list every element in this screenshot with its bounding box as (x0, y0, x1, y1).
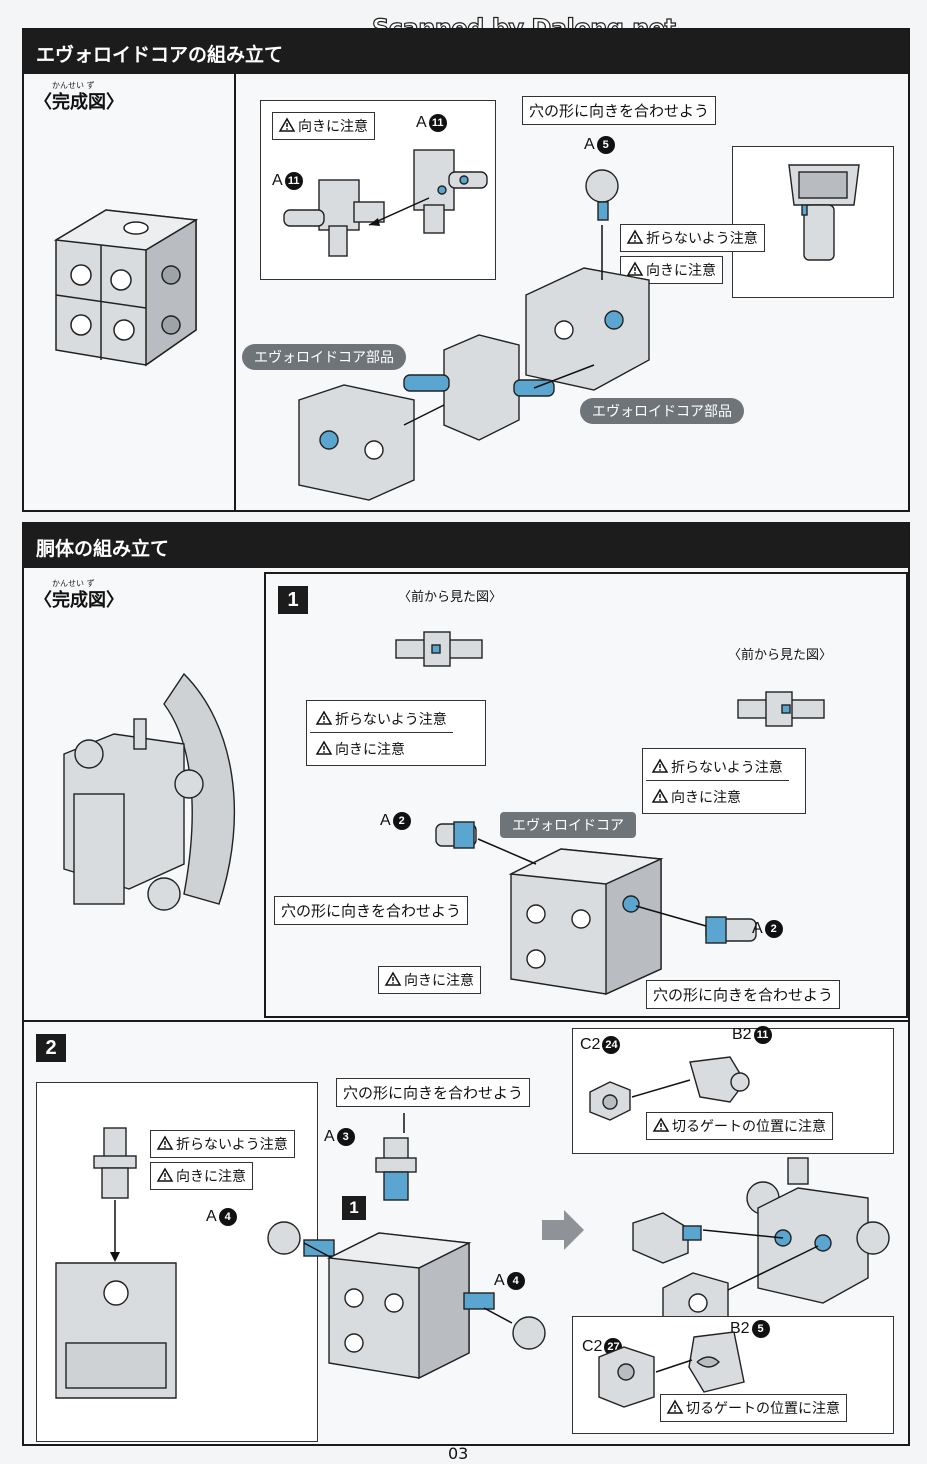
orientation-text: 向きに注意 (176, 1169, 246, 1185)
warning-icon (384, 971, 402, 986)
part-number-badge: 2 (392, 812, 411, 830)
gate-note-text: 切るゲートの位置に注意 (672, 1119, 826, 1135)
part-number-badge: 3 (336, 1128, 355, 1146)
section-title: エヴォロイドコアの組み立て (36, 44, 284, 66)
panel-divider (234, 74, 236, 510)
warning-icon (156, 1167, 174, 1182)
orientation-note: 向きに注意 (272, 112, 375, 140)
section-torso-assembly: 胴体の組み立て かんせい ず 〈完成図〉 1 〈前から見た図〉 (22, 522, 910, 1446)
completed-torso-illustration (63, 672, 236, 911)
section-header: エヴォロイドコアの組み立て (24, 30, 908, 74)
part-number-badge: 24 (602, 1036, 621, 1054)
step2-core-illustration (267, 1113, 546, 1380)
warning-icon (315, 740, 333, 755)
hole-shape-note: 穴の形に向きを合わせよう (336, 1078, 531, 1107)
torso-result-illustration (632, 1157, 890, 1334)
core-pill: エヴォロイドコア (500, 812, 636, 838)
no-bend-note: 折らないよう注意 (646, 754, 789, 781)
section-header: 胴体の組み立て (24, 524, 908, 568)
no-bend-note: 折らないよう注意 (150, 1130, 295, 1158)
front-view-label: 〈前から見た図〉 (398, 590, 503, 605)
part-number-badge: 4 (218, 1208, 237, 1226)
completed-label: かんせい ず 〈完成図〉 (34, 579, 124, 612)
warning-icon (651, 758, 669, 773)
no-bend-text: 折らないよう注意 (646, 231, 758, 247)
part-number-badge: 11 (284, 172, 303, 190)
front-view-part-illustration-right (737, 691, 825, 727)
orientation-text: 向きに注意 (404, 973, 474, 989)
core-part-pill-right: エヴォロイドコア部品 (580, 398, 744, 424)
c2-b2-parts-top-illustration (589, 1056, 750, 1121)
step-number: 1 (278, 586, 308, 614)
front-view-part-illustration (395, 631, 483, 667)
hole-shape-note: 穴の形に向きを合わせよう (522, 96, 717, 125)
warning-icon (652, 1117, 670, 1132)
gate-position-note: 切るゲートの位置に注意 (646, 1112, 833, 1140)
a3-insertion-illustration (55, 1127, 177, 1399)
part-number-badge: 11 (428, 114, 447, 132)
warning-icon (666, 1399, 684, 1414)
core-assembly-illustration (298, 169, 650, 501)
completed-label: かんせい ず 〈完成図〉 (34, 81, 124, 114)
orientation-text: 向きに注意 (298, 119, 368, 135)
core-part-pill-left: エヴォロイドコア部品 (242, 344, 406, 370)
hole-shape-note: 穴の形に向きを合わせよう (274, 896, 469, 925)
no-bend-note: 折らないよう注意 (310, 706, 453, 733)
orientation-text: 向きに注意 (335, 742, 405, 758)
part-number-badge: 5 (751, 1320, 770, 1338)
completed-text: 〈完成図〉 (34, 92, 124, 113)
warning-icon (315, 710, 333, 725)
orientation-text: 向きに注意 (646, 263, 716, 279)
completed-text: 〈完成図〉 (34, 590, 124, 611)
orientation-note: 向きに注意 (378, 966, 481, 994)
part-number-badge: 4 (506, 1272, 525, 1290)
completed-core-illustration (53, 209, 199, 367)
step1-core-illustration (435, 821, 757, 996)
part-number-badge: 11 (753, 1026, 772, 1044)
part-number-badge: 5 (596, 136, 615, 154)
orientation-note: 向きに注意 (310, 736, 411, 762)
orientation-note: 向きに注意 (646, 784, 747, 810)
hole-shape-note-right: 穴の形に向きを合わせよう (646, 980, 841, 1009)
no-bend-note: 折らないよう注意 (620, 224, 765, 252)
next-step-arrow-icon (542, 1210, 584, 1250)
orientation-note: 向きに注意 (150, 1162, 253, 1190)
warning-icon (651, 788, 669, 803)
step-reference-badge: 1 (342, 1196, 366, 1220)
gate-note-text: 切るゲートの位置に注意 (686, 1401, 840, 1417)
step-number: 2 (36, 1034, 66, 1062)
no-bend-text: 折らないよう注意 (335, 712, 447, 728)
warning-icon (626, 261, 644, 276)
section-title: 胴体の組み立て (36, 538, 170, 560)
c2-b2-parts-bottom-illustration (598, 1331, 745, 1408)
part-number-badge: 2 (764, 920, 783, 938)
page-number: 03 (448, 1444, 469, 1463)
a11-parts-illustration (283, 149, 488, 257)
warning-icon (626, 229, 644, 244)
warning-icon (156, 1135, 174, 1150)
front-view-label-right: 〈前から見た図〉 (728, 648, 833, 663)
no-bend-text: 折らないよう注意 (671, 760, 783, 776)
completed-ruby: かんせい ず (52, 81, 95, 90)
orientation-text: 向きに注意 (671, 790, 741, 806)
a5-detail-illustration (788, 164, 860, 261)
warning-icon (278, 117, 296, 132)
no-bend-text: 折らないよう注意 (176, 1137, 288, 1153)
completed-ruby: かんせい ず (52, 579, 95, 588)
gate-position-note: 切るゲートの位置に注意 (660, 1394, 847, 1422)
